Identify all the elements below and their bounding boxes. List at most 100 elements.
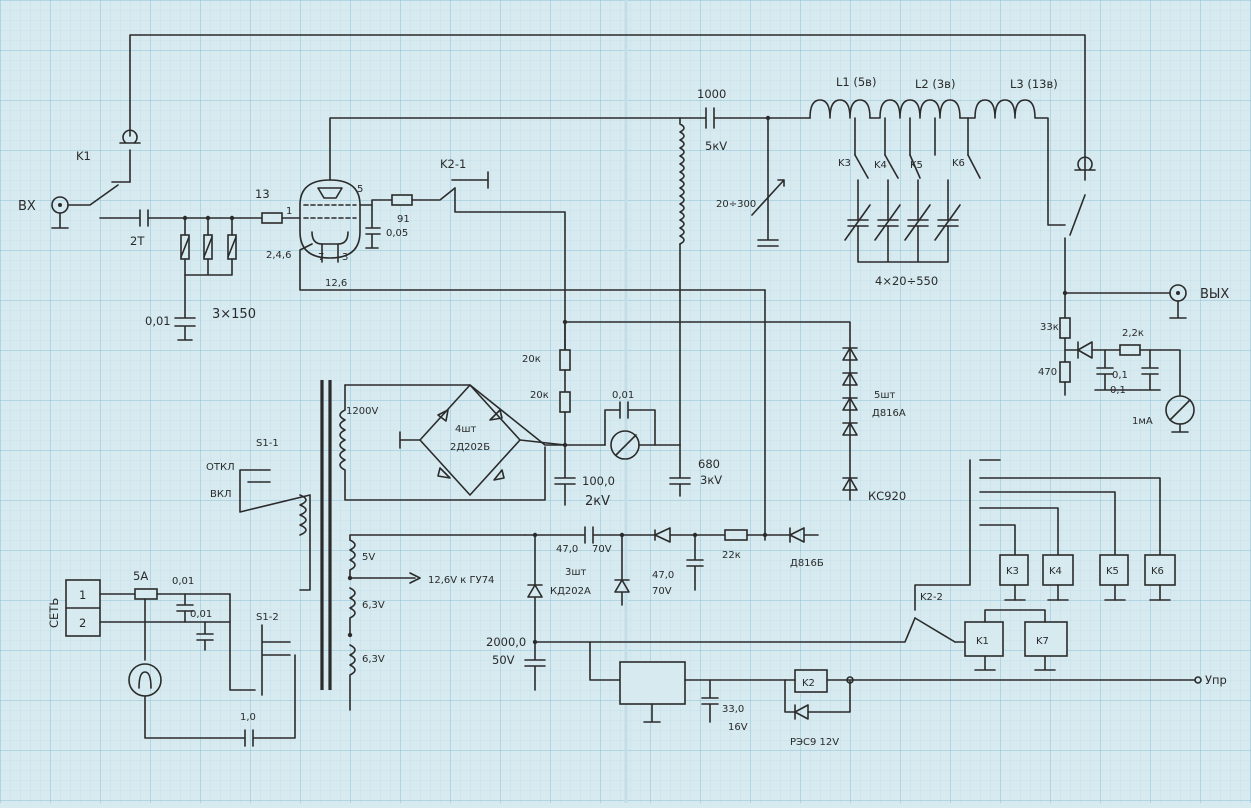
label-input-cap: 2T [130,234,145,248]
zener-chain [764,289,858,541]
label-mains-pin1: 1 [79,588,86,602]
grid-chokes [174,217,237,341]
label-r-divider2: 20к [530,390,549,401]
label-sense-c1: 0,1 [1112,370,1128,381]
tube-gu74 [299,117,766,291]
label-heater-24: 2,4,6 [266,250,291,261]
label-relay-k4: K4 [1049,566,1062,577]
relay-k2-coil [794,669,828,693]
label-zener-bias: Д816Б [790,558,824,569]
label-grid-bypass: 0,01 [145,314,171,328]
label-input: ВХ [18,199,36,214]
label-zener-bottom: КС920 [868,489,906,503]
output-section [1059,156,1195,433]
label-l1: L1 (5в) [836,75,876,89]
label-l2: L2 (3в) [915,77,955,91]
label-s1-on: ВКЛ [210,489,231,500]
label-big-cap-v: 50V [492,653,515,667]
label-reg-cap: 33,0 [722,704,744,715]
label-meter-cap: 0,01 [612,390,634,401]
label-k2-2: K2-2 [920,592,943,603]
label-doubler-cap: 47,0 [556,544,578,555]
plate-circuit [679,107,811,446]
label-sec-63b: 6,3V [362,654,385,665]
label-c-mains3: 1,0 [240,712,256,723]
label-k3: K3 [838,158,851,169]
label-relay-type: РЭС9 12V [790,737,839,748]
label-control: Упр [1205,673,1227,687]
label-hv-winding: 1200V [346,406,378,417]
label-s1-off: ОТКЛ [206,462,235,473]
label-anode-cap: 680 [698,457,720,471]
label-sense-r3: 2,2к [1122,328,1144,339]
screen-supply [365,171,566,351]
label-sense-c2: 0,1 [1110,385,1126,396]
label-sense-r1: 33к [1040,322,1059,333]
label-r-divider1: 20к [522,354,541,365]
label-mains-pin2: 2 [79,616,86,630]
lv-windings [347,534,526,711]
label-meter-1ma: 1мА [1132,416,1153,427]
label-relay-k3: K3 [1006,566,1019,577]
mains-section [65,469,311,747]
label-s1-1: S1-1 [256,438,279,449]
label-k4: K4 [874,160,887,171]
label-sec-63a: 6,3V [362,600,385,611]
label-k6: K6 [952,158,965,169]
label-bridge-type: 2Д202Б [450,442,490,453]
text-labels: ВХ K1 2T 13 3×150 0,01 1 5 7 3 2,4,6 12,… [18,75,1229,748]
label-anode-cap-voltage: 3кV [700,473,722,487]
label-fuse: 5A [133,569,148,583]
label-filter-cap: 100,0 [582,474,615,488]
label-coupling-cap: 1000 [697,87,726,101]
label-output: ВЫХ [1200,287,1229,302]
label-load-caps: 4×20÷550 [875,274,938,288]
label-tube-pin7: 7 [318,252,324,263]
label-k1: K1 [76,149,91,163]
pi-network [809,99,1066,263]
control-section [619,459,1202,723]
label-c-mains1: 0,01 [172,576,194,587]
input-section [51,34,1086,229]
label-zener-count: 5шт [874,390,896,401]
label-reg-cap-v: 16V [728,722,748,733]
label-r22: 22к [722,550,741,561]
label-tube-pin1: 1 [286,206,292,217]
label-screen-res: 91 [397,214,410,225]
label-grid-res: 13 [255,187,270,201]
label-diodes-count: 3шт [565,567,587,578]
label-heater-feed: 12,6V к ГУ74 [428,575,494,586]
label-sec-5v: 5V [362,552,375,563]
label-k5: K5 [910,160,923,171]
label-doubler-cap2-v: 70V [652,586,672,597]
label-tune-cap: 20÷300 [716,199,756,210]
label-doubler-cap-v: 70V [592,544,612,555]
label-heater-12: 12,6 [325,278,347,289]
label-relay-k1: K1 [976,636,989,647]
label-relay-k5: K5 [1106,566,1119,577]
label-bridge: 4шт [455,424,477,435]
label-relay-k6: K6 [1151,566,1164,577]
label-mains: СЕТЬ [47,598,61,628]
label-tube-pin3: 3 [342,252,348,263]
label-l3: L3 (13в) [1010,77,1058,91]
label-relay-k7: K7 [1036,636,1049,647]
label-grid-chokes: 3×150 [212,307,256,322]
label-screen-cap: 0,05 [386,228,408,239]
label-big-cap: 2000,0 [486,635,526,649]
label-doubler-cap2: 47,0 [652,570,674,581]
grid-resistor [261,212,283,224]
label-c-mains2: 0,01 [190,609,212,620]
label-zener-type: Д816А [872,408,906,419]
label-relay-k2: K2 [802,678,815,689]
label-diodes-type: КД202А [550,586,591,597]
label-tube-pin5: 5 [357,184,363,195]
label-coupling-voltage: 5кV [705,139,727,153]
hv-supply [320,319,851,690]
label-k2-1: K2-1 [440,157,466,171]
label-sense-r2: 470 [1038,367,1057,378]
label-filter-voltage: 2кV [585,494,610,509]
label-s1-2: S1-2 [256,612,279,623]
